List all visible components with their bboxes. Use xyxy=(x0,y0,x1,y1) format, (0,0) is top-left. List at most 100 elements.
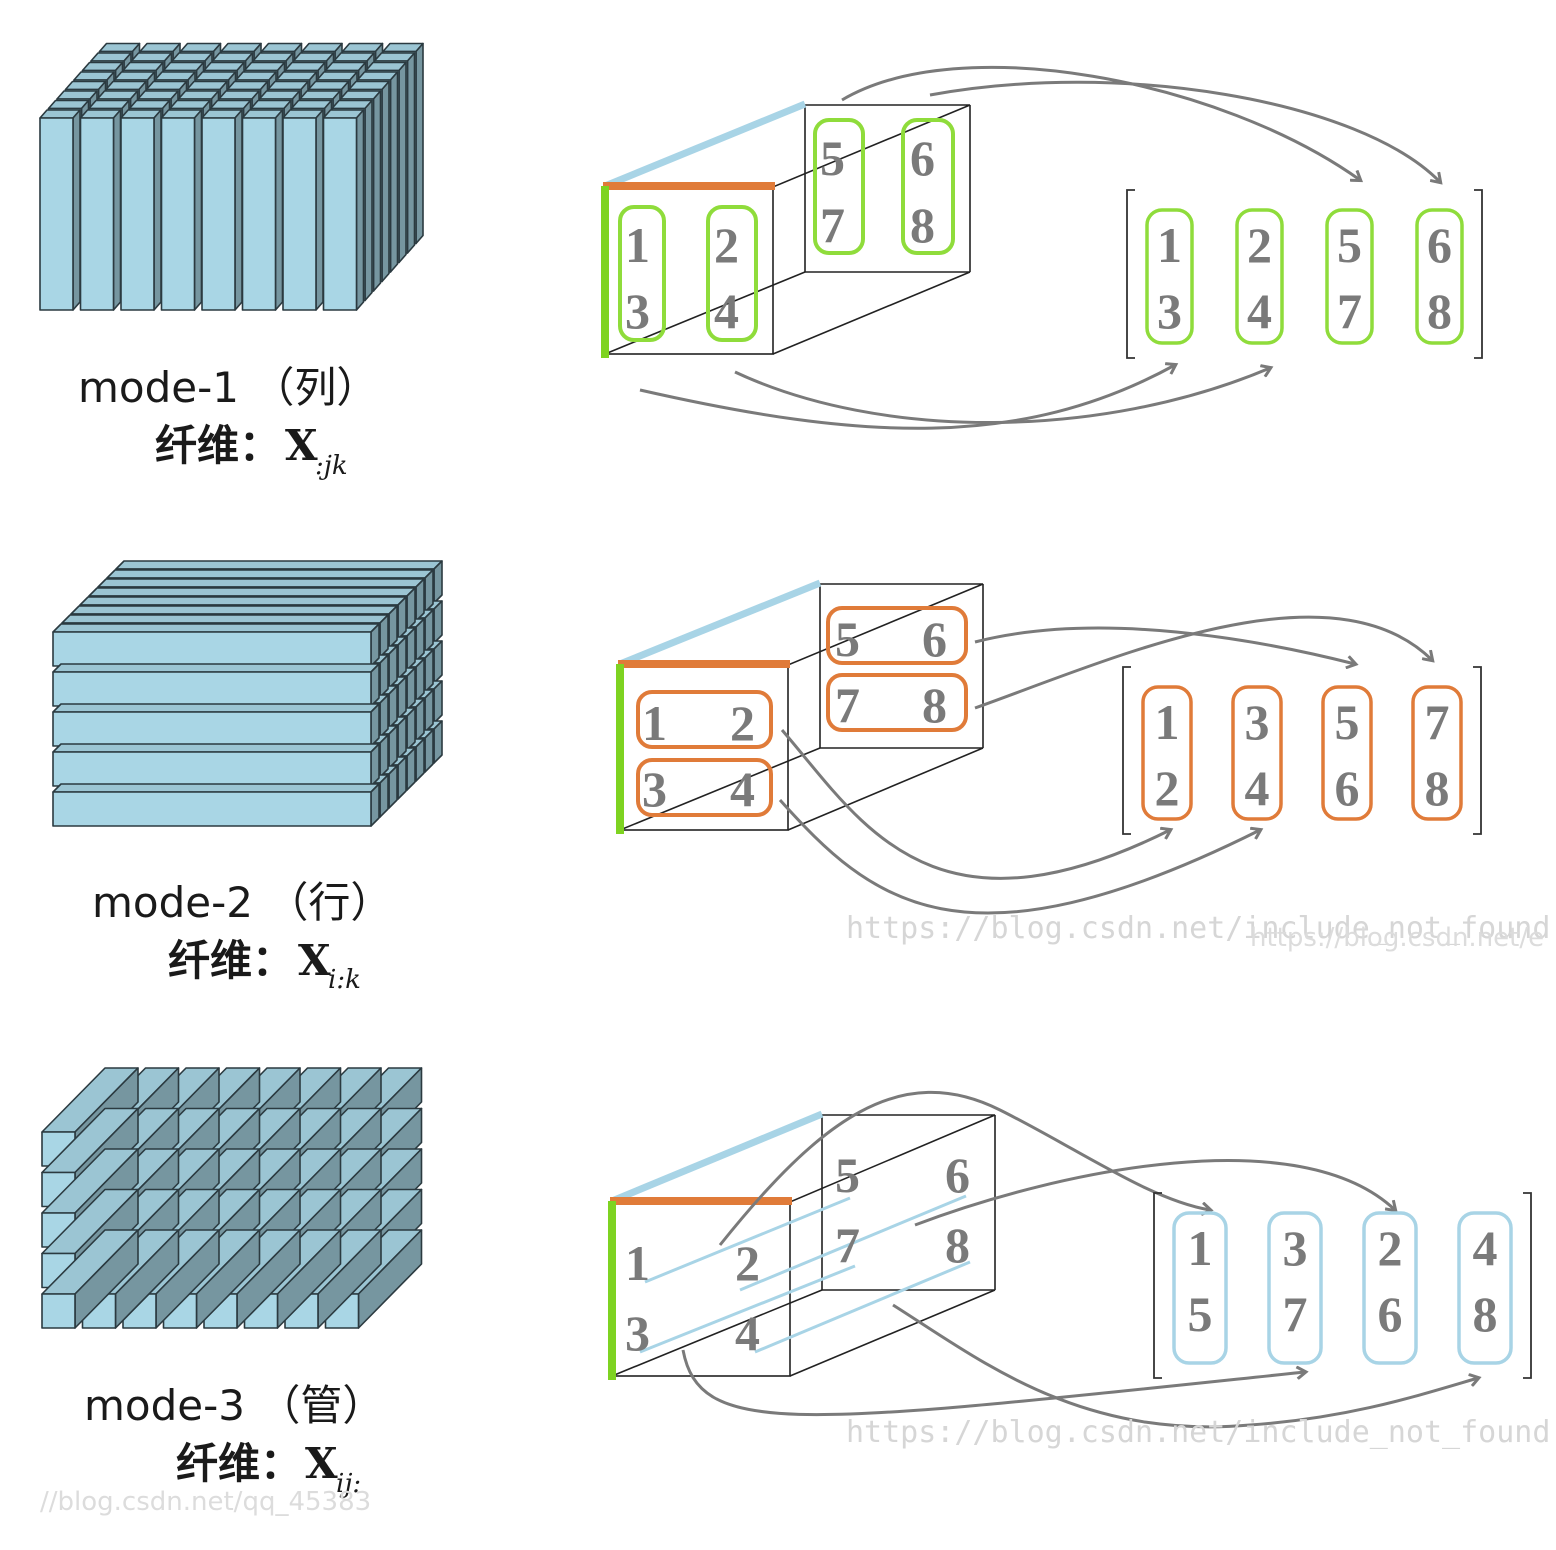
watermark-bottom-left: //blog.csdn.net/qq_45383 xyxy=(40,1487,371,1517)
cube-value: 3 xyxy=(625,283,650,339)
mode-2-result-matrix: 1 2 3 4 5 6 7 8 xyxy=(1122,666,1482,835)
mode-3-arrows xyxy=(681,1090,1478,1429)
matrix-value: 8 xyxy=(1425,760,1450,816)
matrix-value: 6 xyxy=(1335,760,1360,816)
matrix-fiber-box xyxy=(1411,685,1463,821)
matrix-value: 4 xyxy=(1245,760,1270,816)
mode-3-tube-lines xyxy=(639,1194,971,1354)
mode-2-cube-numbers: 1 2 3 4 5 6 7 8 xyxy=(642,611,947,817)
column-fiber xyxy=(120,109,162,311)
cube-value: 2 xyxy=(735,1235,760,1291)
mode-3-blue-edge xyxy=(610,1110,824,1205)
mode-1-fiber-label: 纤维： X :jk xyxy=(155,421,348,481)
mode-1-label: mode-1 （列） xyxy=(78,363,378,412)
matrix-value: 1 xyxy=(1155,694,1180,750)
matrix-right-bracket xyxy=(1523,1192,1532,1379)
mode-2-blue-edge xyxy=(618,579,822,668)
svg-text::jk: :jk xyxy=(315,451,348,481)
svg-text:X: X xyxy=(285,421,318,470)
matrix-right-bracket xyxy=(1473,666,1482,835)
watermark-middle-small: https://blog.csdn.net/e xyxy=(1250,923,1544,953)
cube-value: 8 xyxy=(922,677,947,733)
svg-text:纤维：: 纤维： xyxy=(176,1439,302,1488)
watermark-bottom: https://blog.csdn.net/include_not_found xyxy=(846,1415,1550,1450)
matrix-value: 2 xyxy=(1247,217,1272,273)
column-fiber xyxy=(79,109,122,311)
matrix-value: 2 xyxy=(1155,760,1180,816)
mode-3-cube-illustration xyxy=(41,1067,423,1329)
mode-3-result-matrix: 1 5 3 7 2 6 4 8 xyxy=(1153,1192,1532,1379)
mode-1-fiber-boxes xyxy=(618,118,955,342)
cube-value: 1 xyxy=(642,695,667,751)
cube-value: 1 xyxy=(625,217,650,273)
column-fiber xyxy=(282,109,324,311)
cube-value: 4 xyxy=(730,761,755,817)
matrix-right-bracket xyxy=(1474,189,1483,359)
cube-value: 5 xyxy=(820,130,845,186)
mode-2-fiber-label: 纤维： X i:k xyxy=(168,936,361,995)
svg-text:i:k: i:k xyxy=(328,965,361,995)
svg-text:纤维：: 纤维： xyxy=(168,936,294,985)
row-fiber xyxy=(52,703,380,747)
matrix-value: 5 xyxy=(1335,694,1360,750)
matrix-value: 6 xyxy=(1378,1286,1403,1342)
matrix-fiber-box xyxy=(1172,1211,1228,1365)
matrix-value: 1 xyxy=(1157,217,1182,273)
cube-value: 5 xyxy=(835,611,860,667)
mode-2-label: mode-2 （行） xyxy=(92,878,392,927)
cube-value: 2 xyxy=(714,217,739,273)
mode-1-cube-illustration xyxy=(39,42,424,311)
mode-1-blue-edge xyxy=(603,100,807,190)
cube-value: 8 xyxy=(945,1217,970,1273)
matrix-fiber-box xyxy=(1321,685,1373,821)
cube-value: 7 xyxy=(835,677,860,733)
matrix-left-bracket xyxy=(1122,666,1131,835)
matrix-fiber-box xyxy=(1325,208,1374,345)
column-fiber xyxy=(160,109,203,311)
mode-2-arrows xyxy=(778,615,1432,915)
cube-value: 7 xyxy=(835,1217,860,1273)
mode-3-fiber-label: 纤维： X ij: xyxy=(176,1439,361,1499)
matrix-fiber-box xyxy=(1145,208,1194,345)
matrix-fiber-box xyxy=(1267,1211,1323,1365)
tube-fiber xyxy=(41,1229,139,1329)
matrix-fiber-box xyxy=(1362,1211,1418,1365)
matrix-value: 6 xyxy=(1427,217,1452,273)
matrix-value: 8 xyxy=(1427,283,1452,339)
mode-1-cube-numbers: 1 2 3 4 5 6 7 8 xyxy=(625,130,935,339)
matrix-value: 5 xyxy=(1337,217,1362,273)
column-fiber xyxy=(241,109,284,311)
column-fiber xyxy=(201,109,243,311)
mode-3-cube-numbers: 1 2 3 4 5 6 7 8 xyxy=(625,1147,970,1361)
cube-value: 1 xyxy=(625,1235,650,1291)
row-fiber xyxy=(52,663,380,707)
mode-2-cube-illustration xyxy=(52,560,443,827)
matrix-fiber-box xyxy=(1141,685,1193,821)
matrix-value: 7 xyxy=(1283,1286,1308,1342)
matrix-value: 7 xyxy=(1425,694,1450,750)
matrix-left-bracket xyxy=(1153,1192,1162,1379)
svg-text:纤维：: 纤维： xyxy=(155,421,281,470)
row-fiber xyxy=(52,783,380,827)
matrix-value: 3 xyxy=(1245,694,1270,750)
cube-value: 6 xyxy=(945,1147,970,1203)
matrix-value: 3 xyxy=(1283,1220,1308,1276)
row-fiber xyxy=(52,743,380,787)
matrix-fiber-box xyxy=(1231,685,1283,821)
matrix-value: 2 xyxy=(1378,1220,1403,1276)
row-fiber xyxy=(52,623,380,667)
matrix-value: 5 xyxy=(1188,1286,1213,1342)
mode-3-label: mode-3 （管） xyxy=(84,1381,384,1430)
matrix-value: 1 xyxy=(1188,1220,1213,1276)
cube-value: 3 xyxy=(625,1305,650,1361)
matrix-value: 8 xyxy=(1473,1286,1498,1342)
matrix-left-bracket xyxy=(1126,189,1135,359)
cube-value: 5 xyxy=(835,1147,860,1203)
cube-value: 4 xyxy=(714,283,739,339)
cube-value: 3 xyxy=(642,761,667,817)
svg-text:X: X xyxy=(305,1439,338,1488)
column-fiber xyxy=(39,109,81,311)
matrix-value: 4 xyxy=(1473,1220,1498,1276)
svg-text:X: X xyxy=(298,936,331,985)
